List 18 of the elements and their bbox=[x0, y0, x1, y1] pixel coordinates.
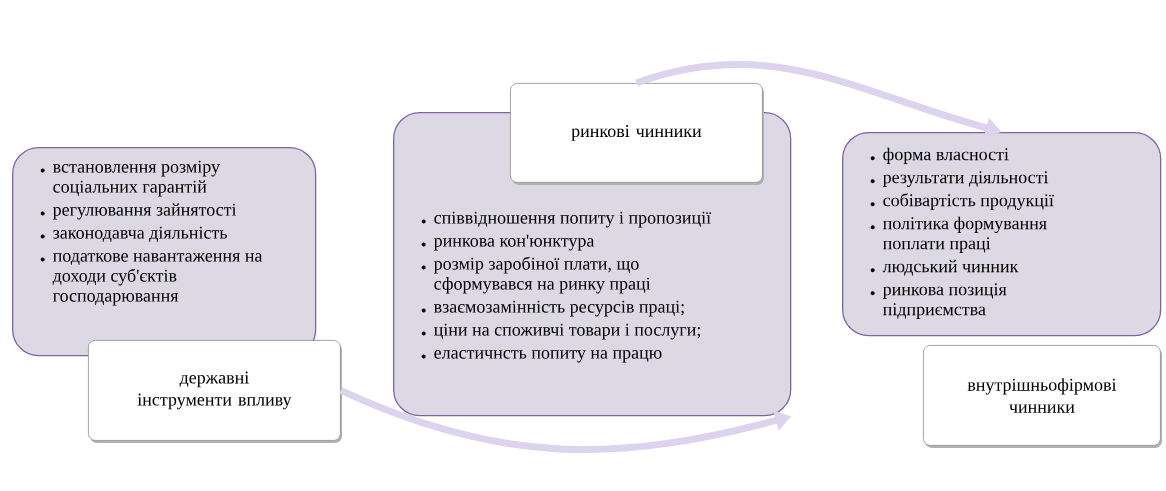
list-box bbox=[842, 132, 1162, 337]
list-item: законодавча діяльність bbox=[53, 226, 227, 243]
list-item: людський чинник bbox=[882, 259, 1019, 276]
list-item: ринкова кон'юнктура bbox=[433, 234, 595, 251]
list-box bbox=[12, 147, 317, 357]
list-item: результати діяльності bbox=[882, 171, 1049, 188]
list-item: ринкова позиція підприємства bbox=[882, 283, 1007, 319]
list-item: взаємозамінність ресурсів праці; bbox=[434, 300, 684, 317]
list-item: еластичнсть попиту на працю bbox=[434, 350, 662, 363]
list-item: ціни на споживчі товари і послуги; bbox=[434, 323, 700, 340]
label-box: державні інструменти впливу bbox=[88, 340, 342, 443]
list-item: співвідношення попиту і пропозиції bbox=[434, 211, 712, 228]
list-item: собівартість продукції bbox=[883, 193, 1054, 211]
label-box: ринкові чинники bbox=[510, 83, 764, 185]
list-item: форма власності bbox=[883, 147, 1009, 164]
label-box: внутрішньофірмові чинники bbox=[923, 345, 1162, 448]
list-item: податкове навантаження на доходи суб'єктів господарювання bbox=[52, 253, 263, 306]
list-item: регулювання зайнятості bbox=[52, 203, 237, 220]
